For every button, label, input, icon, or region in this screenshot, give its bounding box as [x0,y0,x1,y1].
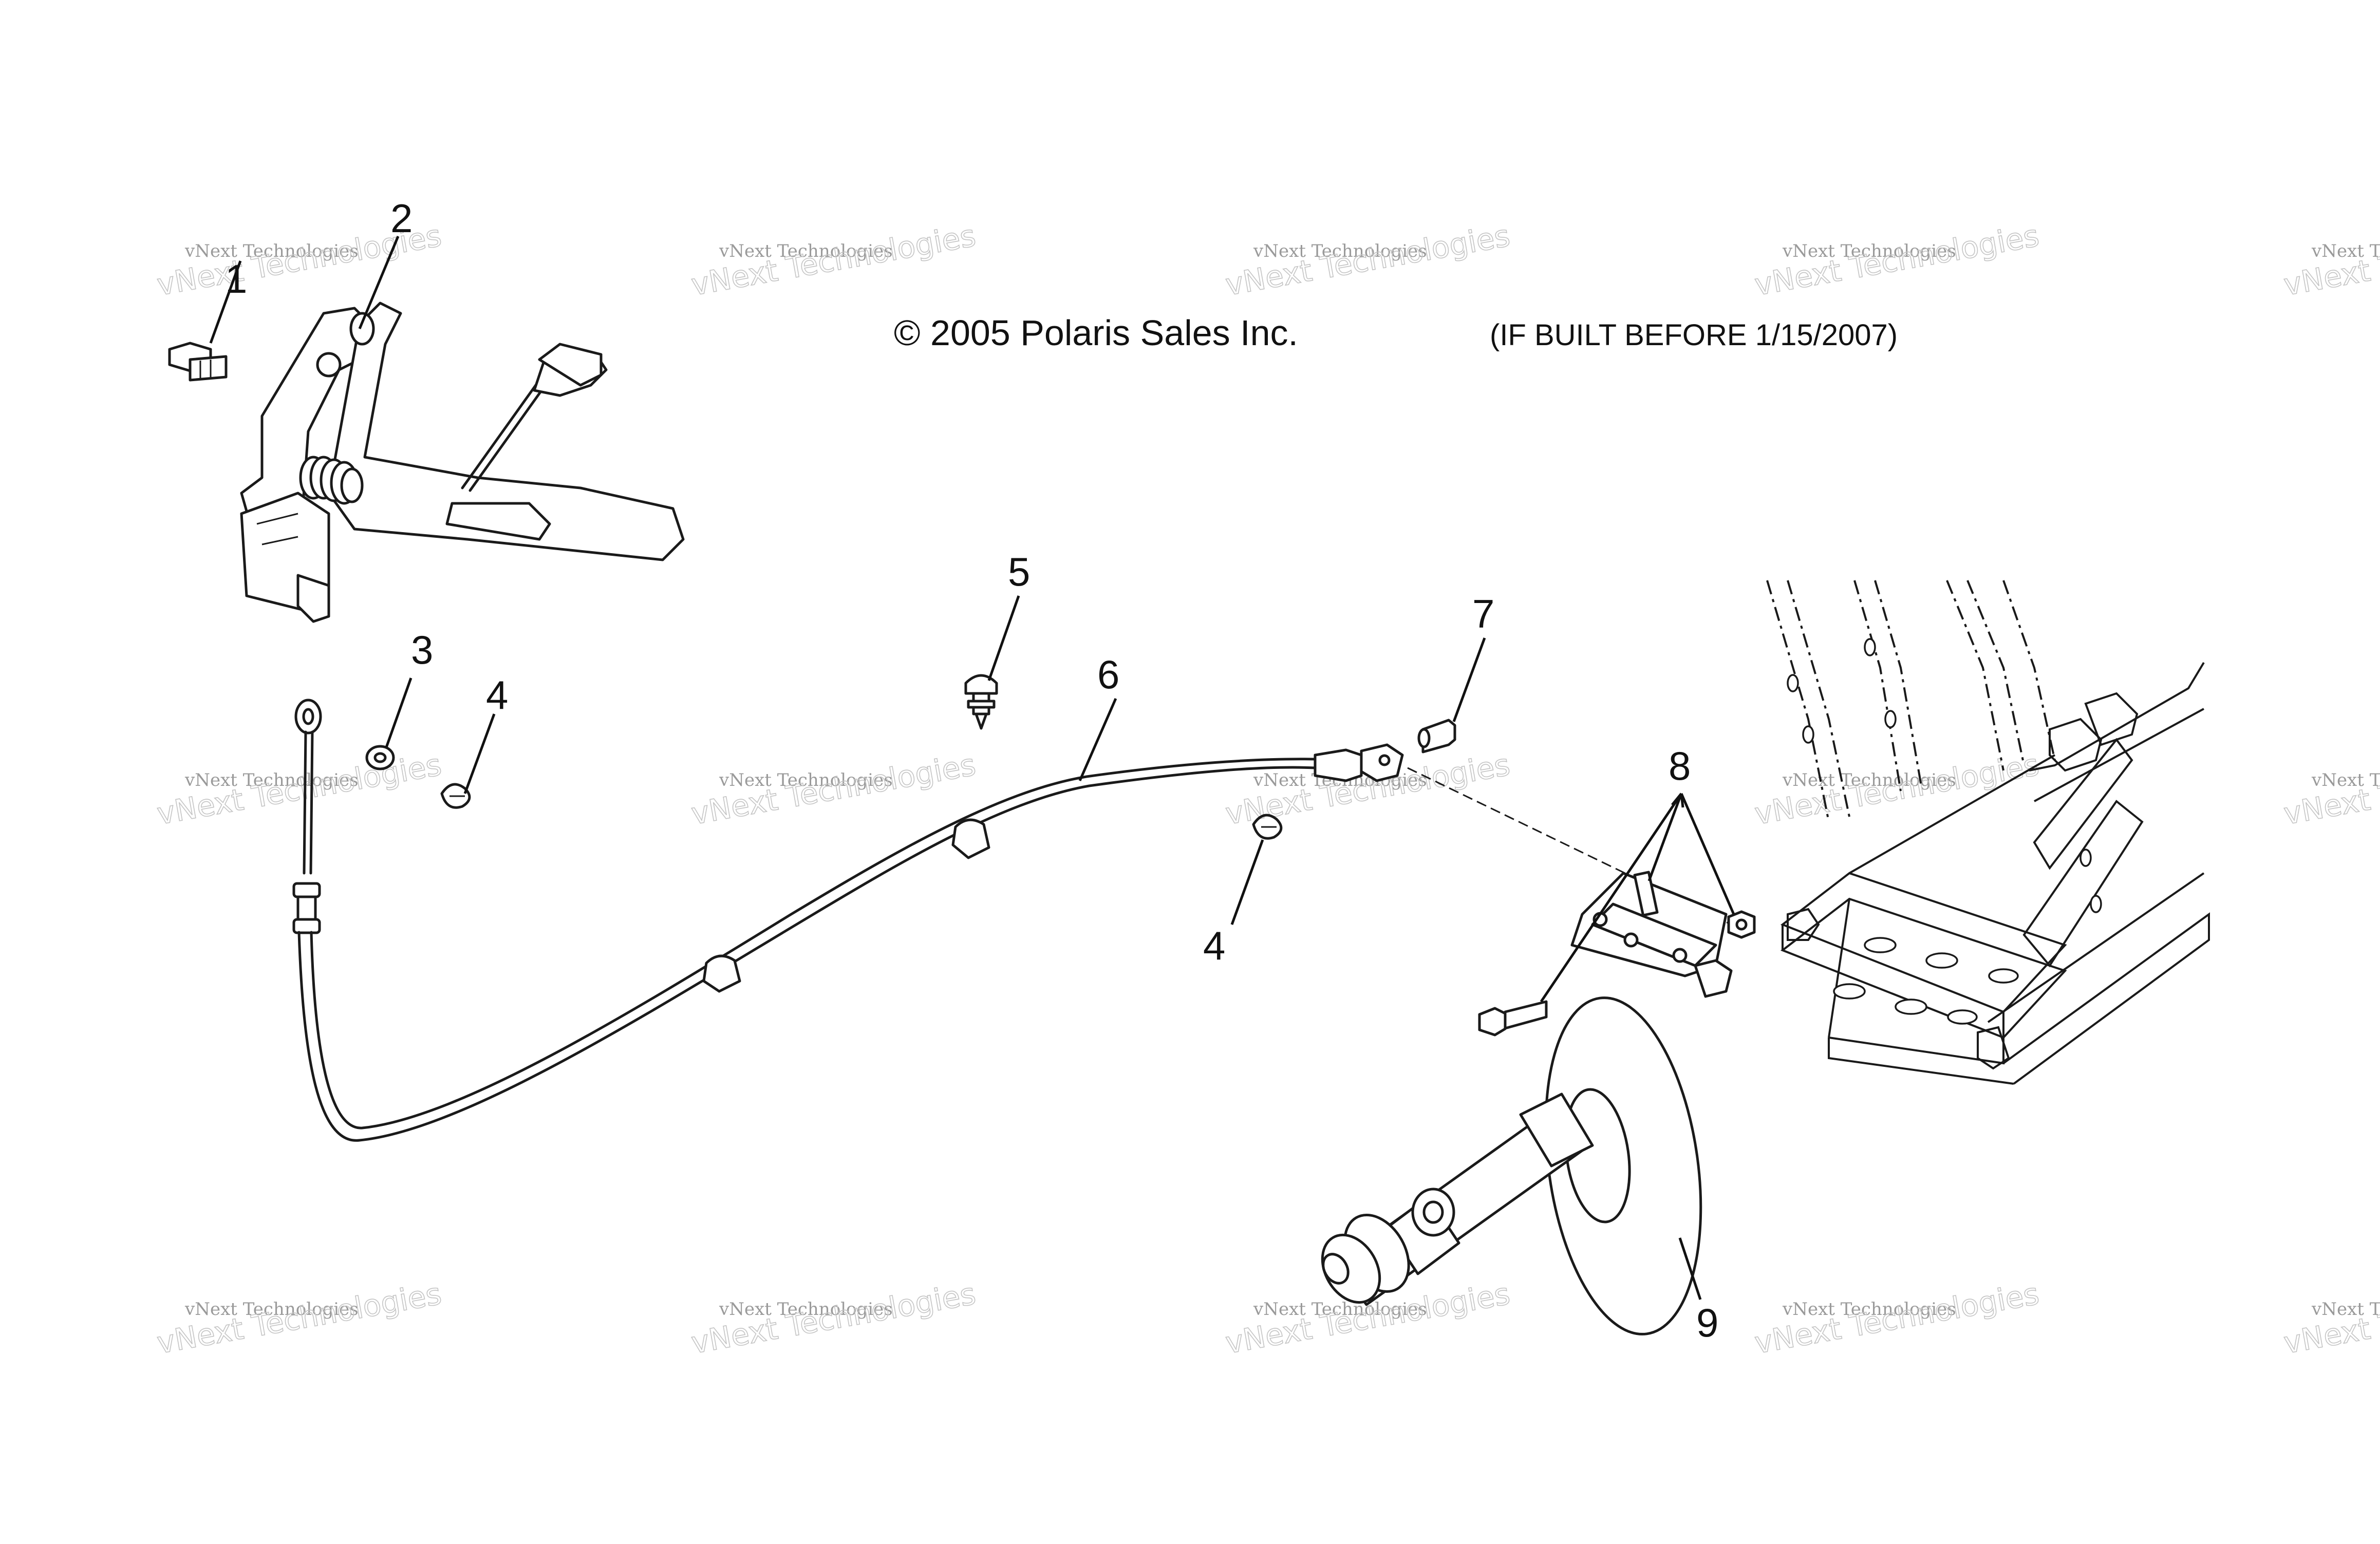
watermarks: vNext Technologies vNext Technologies vNex… [154,218,2380,1361]
watermark-line1: vNext Technologies [1782,770,1956,790]
watermark-line1: vNext Technologies [2311,241,2380,261]
watermark-line2: vNext Technologies [155,747,444,831]
clip-part-4-right [1252,814,1283,840]
watermark-line1: vNext Technologies [1782,241,1956,261]
callout-7: 7 [1472,591,1494,636]
watermark-line1: vNext Technologies [184,241,359,261]
callout-1: 1 [225,256,247,302]
watermark-line1: vNext Technologies [719,1299,893,1320]
watermark-line2: vNext Technologies [2281,747,2380,831]
callout-3: 3 [411,627,433,672]
watermark-line2: vNext Technologies [1752,747,2042,831]
return-spring [299,456,364,505]
watermark-line1: vNext Technologies [1253,1299,1427,1320]
watermark-line1: vNext Technologies [1253,241,1427,261]
clevis-pin-part-7 [1417,719,1456,754]
vehicle-frame [1766,580,2210,1085]
bolt-part-1 [168,342,228,382]
build-note-text: (IF BUILT BEFORE 1/15/2007) [1490,318,1898,352]
callout-4-lower: 4 [1203,923,1225,968]
callout-4: 4 [486,672,508,718]
push-rivet-part-5 [964,674,998,730]
callout-2: 2 [390,196,413,241]
watermark-line1: vNext Technologies [184,770,359,790]
watermark-line2: vNext Technologies [2281,1276,2380,1360]
nut-part-8 [1727,910,1756,939]
watermark-line1: vNext Technologies [184,1299,359,1320]
watermark-line1: vNext Technologies [719,241,893,261]
caliper-bolt-part-8 [1478,1000,1548,1037]
watermark-line2: vNext Technologies [2281,218,2380,302]
callout-9: 9 [1696,1300,1718,1345]
brake-cable-part-6 [292,699,1732,1142]
watermark-line1: vNext Technologies [1782,1299,1956,1320]
watermark-line1: vNext Technologies [2311,770,2380,790]
brake-pedal-assembly-part-2 [240,302,685,623]
watermark-line2: vNext Technologies [155,1276,444,1360]
clip-part-4-left [440,783,471,809]
callout-6: 6 [1097,652,1119,697]
watermark-line2: vNext Technologies [1752,1276,2042,1360]
callout-8: 8 [1669,743,1691,788]
washer-part-3 [365,745,395,770]
watermark-line2: vNext Technologies [1223,218,1513,302]
callout-5: 5 [1008,549,1030,594]
brake-disc-driveshaft-part-9 [1321,996,1702,1335]
callout-numbers: 1 2 3 4 5 6 7 8 4 9 [225,196,1718,1345]
copyright-text: © 2005 Polaris Sales Inc. [894,313,1298,353]
watermark-line1: vNext Technologies [2311,1299,2380,1320]
leader-lines [209,236,1735,1300]
watermark-line2: vNext Technologies [689,218,979,302]
watermark-line1: vNext Technologies [719,770,893,790]
watermark-line2: vNext Technologies [1752,218,2042,302]
watermark-line2: vNext Technologies [689,747,979,831]
watermark-line2: vNext Technologies [689,1276,979,1360]
brake-caliper-part-8 [1570,871,1733,998]
